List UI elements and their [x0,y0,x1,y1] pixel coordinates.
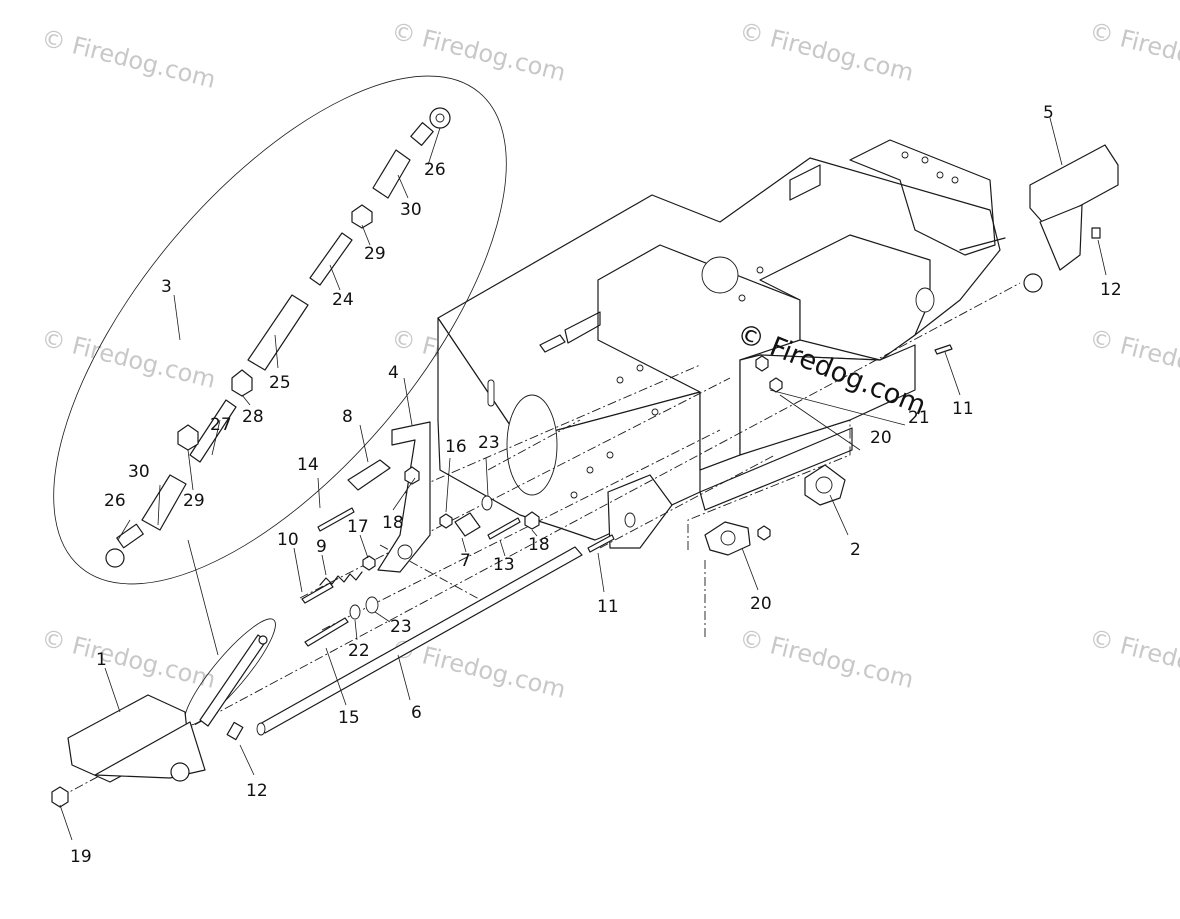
pedal-left [51,694,244,808]
nut [755,355,769,372]
callout-number: 13 [493,555,515,575]
callout-number: 9 [316,537,327,557]
callout-number: 23 [390,617,412,637]
bearing-flange [804,464,846,506]
callout-number: 11 [597,597,619,617]
callout-number: 26 [104,491,126,511]
bearing-flange [704,521,751,556]
brake-arm [377,421,431,573]
callout-number: 30 [400,200,422,220]
nut [439,513,453,529]
callout-number: 14 [297,455,319,475]
callout-number: 18 [382,513,404,533]
callout-number: 20 [870,428,892,448]
bolt [304,617,349,647]
chassis-frame [437,139,1006,549]
nut [404,466,420,485]
callout-number: 20 [750,594,772,614]
nut [769,377,783,393]
callout-number: 4 [388,363,399,383]
callout-number: 30 [128,462,150,482]
watermark-text: © Firedog.com [1087,624,1180,694]
callout-labels: 1 2 3 4 5 6 7 8 9 10 11 11 12 12 13 14 1… [70,103,1122,867]
callout-number: 24 [332,290,354,310]
callout-number: 16 [445,437,467,457]
callout-number: 21 [908,408,930,428]
bolt [587,534,615,553]
washer [365,596,379,614]
callout-number: 28 [242,407,264,427]
callout-number: 5 [1043,103,1054,123]
watermark-text: © Firedog.com [39,24,219,94]
watermark-text: © Firedog.com [39,624,219,694]
bolt [317,507,355,532]
callout-number: 25 [269,373,291,393]
nut [362,555,376,571]
callout-number: 19 [70,847,92,867]
callout-number: 11 [952,399,974,419]
callout-number: 1 [96,650,107,670]
shaft-rod [256,546,583,736]
linkage-assembly-group [53,75,507,585]
washer [349,604,361,620]
callout-number: 18 [528,535,550,555]
spring [319,571,363,586]
callout-number: 26 [424,160,446,180]
callout-number: 6 [411,703,422,723]
watermark-text: © Firedog.com [1087,17,1180,87]
callout-number: 29 [183,491,205,511]
washer [481,495,493,511]
spacer [454,512,481,537]
callout-number: 2 [850,540,861,560]
callout-number: 22 [348,641,370,661]
linkage-small [184,618,276,727]
callout-number: 15 [338,708,360,728]
callout-number: 17 [347,517,369,537]
callout-number: 12 [246,781,268,801]
bolt [487,517,521,540]
watermark-text: © Firedog.com [737,17,917,87]
pad [347,459,391,491]
watermark-text: © Firedog.com [39,324,219,394]
bolt [301,582,334,604]
callout-number: 7 [460,551,471,571]
callout-number: 27 [210,415,232,435]
callout-number: 12 [1100,280,1122,300]
pedal-right [1023,144,1119,293]
leader-lines [59,117,1107,841]
nut [524,511,540,530]
bolt [934,344,953,355]
nut [757,525,771,541]
callout-number: 29 [364,244,386,264]
callout-number: 8 [342,407,353,427]
callout-number: 23 [478,433,500,453]
watermark-text: © Firedog.com [737,624,917,694]
callout-number: 3 [161,277,172,297]
watermark-text: © Firedog.com [1087,324,1180,394]
callout-number: 10 [277,530,299,550]
